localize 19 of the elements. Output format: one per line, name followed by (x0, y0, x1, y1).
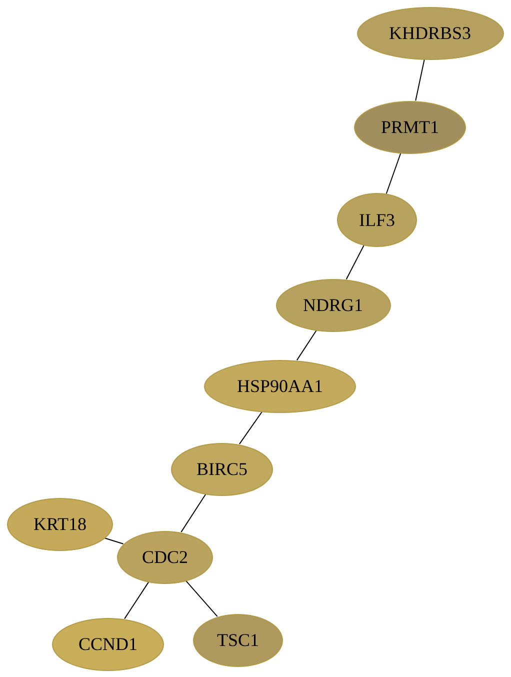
ellipse-node: KHDRBS3 (356, 6, 504, 60)
ellipse-node: CDC2 (117, 530, 213, 584)
ellipse-node: TSC1 (193, 614, 283, 666)
connector-line (238, 411, 262, 445)
connector-line (296, 330, 317, 361)
connector-line (180, 494, 206, 533)
connector-line (346, 245, 364, 280)
ellipse-node: CCND1 (52, 618, 164, 670)
ellipse-node: KRT18 (7, 498, 113, 550)
connector-line (104, 538, 124, 544)
ellipse-node: HSP90AA1 (204, 360, 356, 412)
connector-line (185, 580, 218, 617)
ellipse-node: BIRC5 (171, 442, 273, 496)
ellipse-node: ILF3 (337, 193, 417, 247)
ellipse-node: NDRG1 (276, 278, 390, 332)
connector-line (124, 581, 150, 620)
connector-line (415, 58, 425, 102)
ellipse-node: PRMT1 (354, 100, 466, 154)
connector-line (386, 152, 402, 194)
